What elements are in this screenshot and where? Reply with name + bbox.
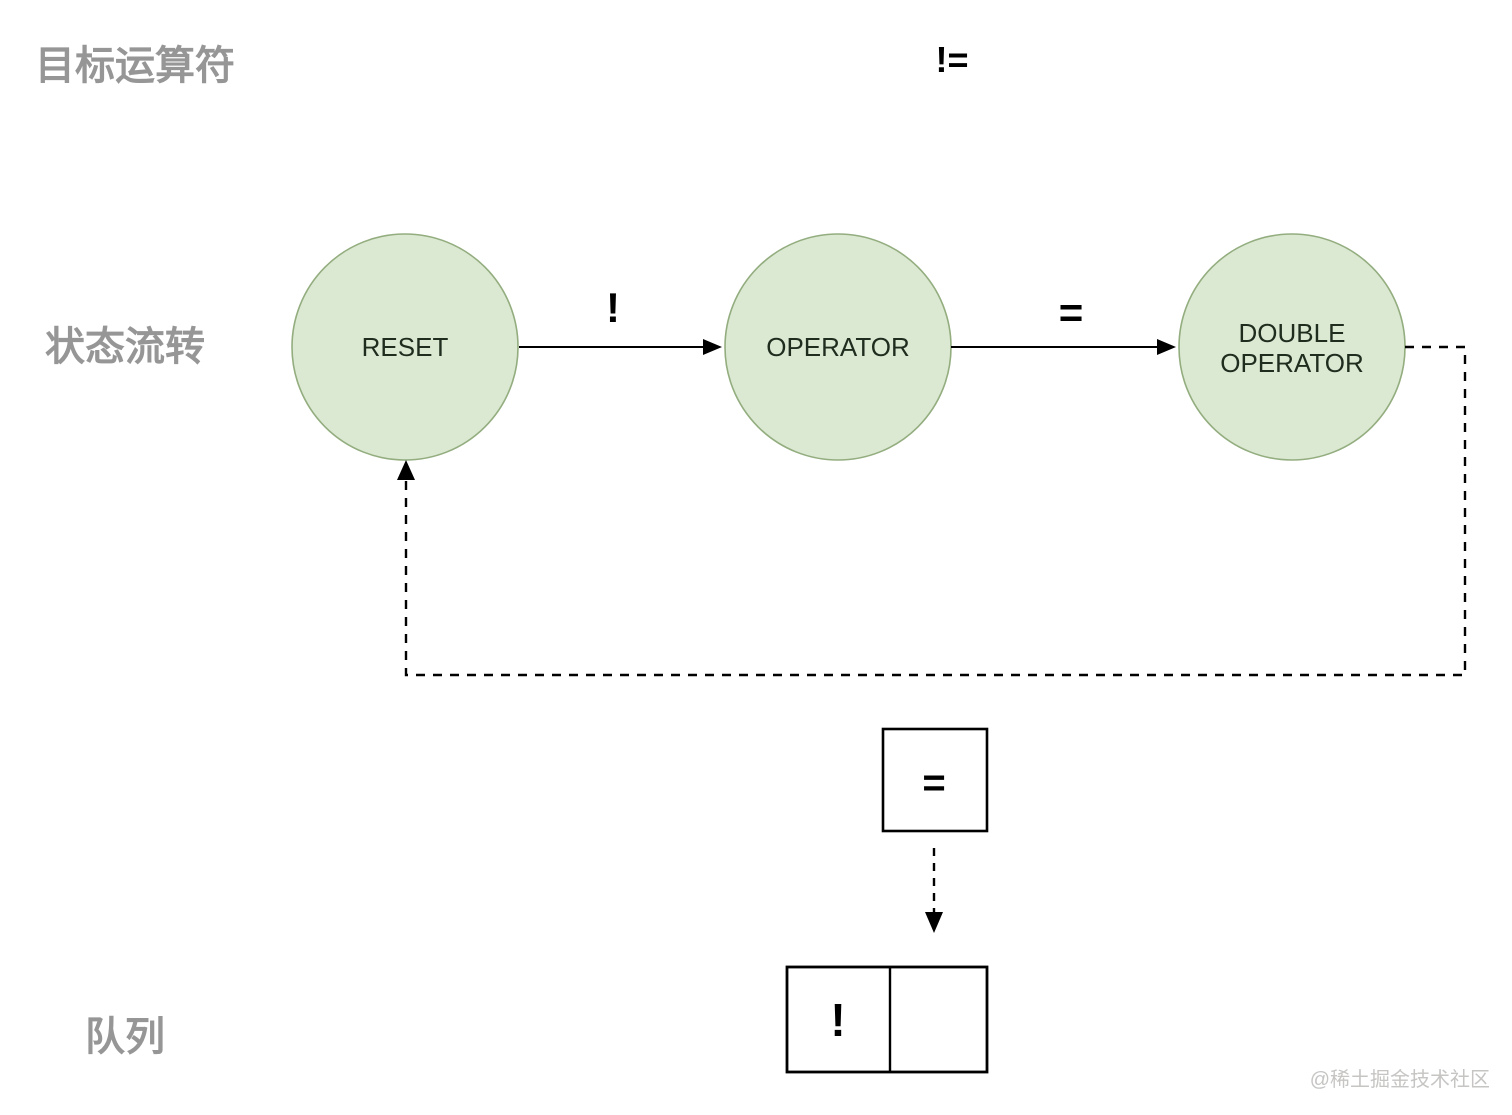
transition-operator-to-double-arrowhead-icon [1157,339,1176,355]
transition-double-to-reset-dashed-path [404,345,1467,677]
transition-reset-to-operator-arrowhead-icon [703,339,722,355]
transition-reset-to-operator-label: ! [606,284,620,331]
pending-token-box [881,727,989,833]
state-reset-label: RESET [362,332,449,362]
state-operator-label: OPERATOR [766,332,910,362]
queue-box [785,965,989,1074]
state-double-operator-label-line2: OPERATOR [1220,348,1364,378]
queue-section-label: 队列 [85,1015,165,1059]
watermark-text: @稀土掘金技术社区 [1310,1068,1490,1091]
pending-token-value: = [922,761,945,805]
transition-double-to-reset-arrowhead-icon [397,460,415,480]
state-reset-circle [291,233,519,461]
token-to-queue-arrowhead-icon [925,912,943,933]
state-flow-section-label: 状态流转 [45,325,205,369]
target-operator-section-label: 目标运算符 [35,44,235,88]
queue-cell-0-value: ! [830,994,845,1046]
target-operator-value: != [935,39,968,80]
state-double-operator-label-line1: DOUBLE [1239,318,1346,348]
transition-operator-to-double-label: = [1059,289,1084,336]
